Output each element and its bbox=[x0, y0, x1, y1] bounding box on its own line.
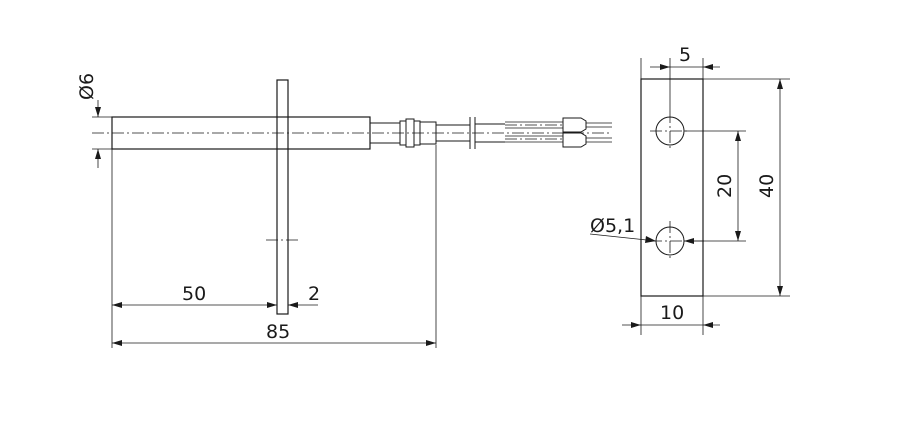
dim-hole-diameter: Ø5,1 bbox=[590, 215, 635, 237]
dim-overall-length: 85 bbox=[266, 321, 290, 343]
dim-flange-height: 40 bbox=[756, 174, 778, 198]
arrowhead bbox=[684, 238, 694, 244]
flange-front bbox=[640, 78, 704, 297]
dim-probe-diameter: Ø6 bbox=[76, 73, 98, 100]
arrowhead bbox=[426, 340, 436, 346]
flange-side bbox=[276, 79, 289, 315]
arrowhead bbox=[735, 231, 741, 241]
arrowhead bbox=[645, 236, 656, 243]
arrowhead bbox=[631, 322, 641, 328]
dim-hole-spacing: 20 bbox=[714, 174, 736, 198]
arrowhead bbox=[777, 286, 783, 296]
dim-flange-position: 50 bbox=[182, 283, 206, 305]
arrowhead bbox=[112, 340, 122, 346]
arrowhead bbox=[703, 64, 713, 70]
leader-line bbox=[589, 233, 657, 242]
dim-flange-thickness: 2 bbox=[308, 283, 320, 305]
wire-ferrule bbox=[562, 117, 587, 133]
arrowhead bbox=[703, 322, 713, 328]
side-view: Ø6 50 2 85 bbox=[76, 73, 612, 348]
dim-flange-width: 10 bbox=[660, 302, 684, 324]
arrowhead bbox=[660, 64, 670, 70]
arrowhead bbox=[735, 131, 741, 141]
arrowhead bbox=[267, 302, 277, 308]
arrowhead bbox=[95, 149, 101, 159]
arrowhead bbox=[95, 107, 101, 117]
wire-ferrule bbox=[562, 132, 587, 148]
dim-hole-edge-offset: 5 bbox=[679, 44, 691, 66]
front-view: 5 40 20 Ø5,1 10 bbox=[589, 44, 790, 335]
arrowhead bbox=[777, 79, 783, 89]
arrowhead bbox=[112, 302, 122, 308]
arrowhead bbox=[288, 302, 298, 308]
